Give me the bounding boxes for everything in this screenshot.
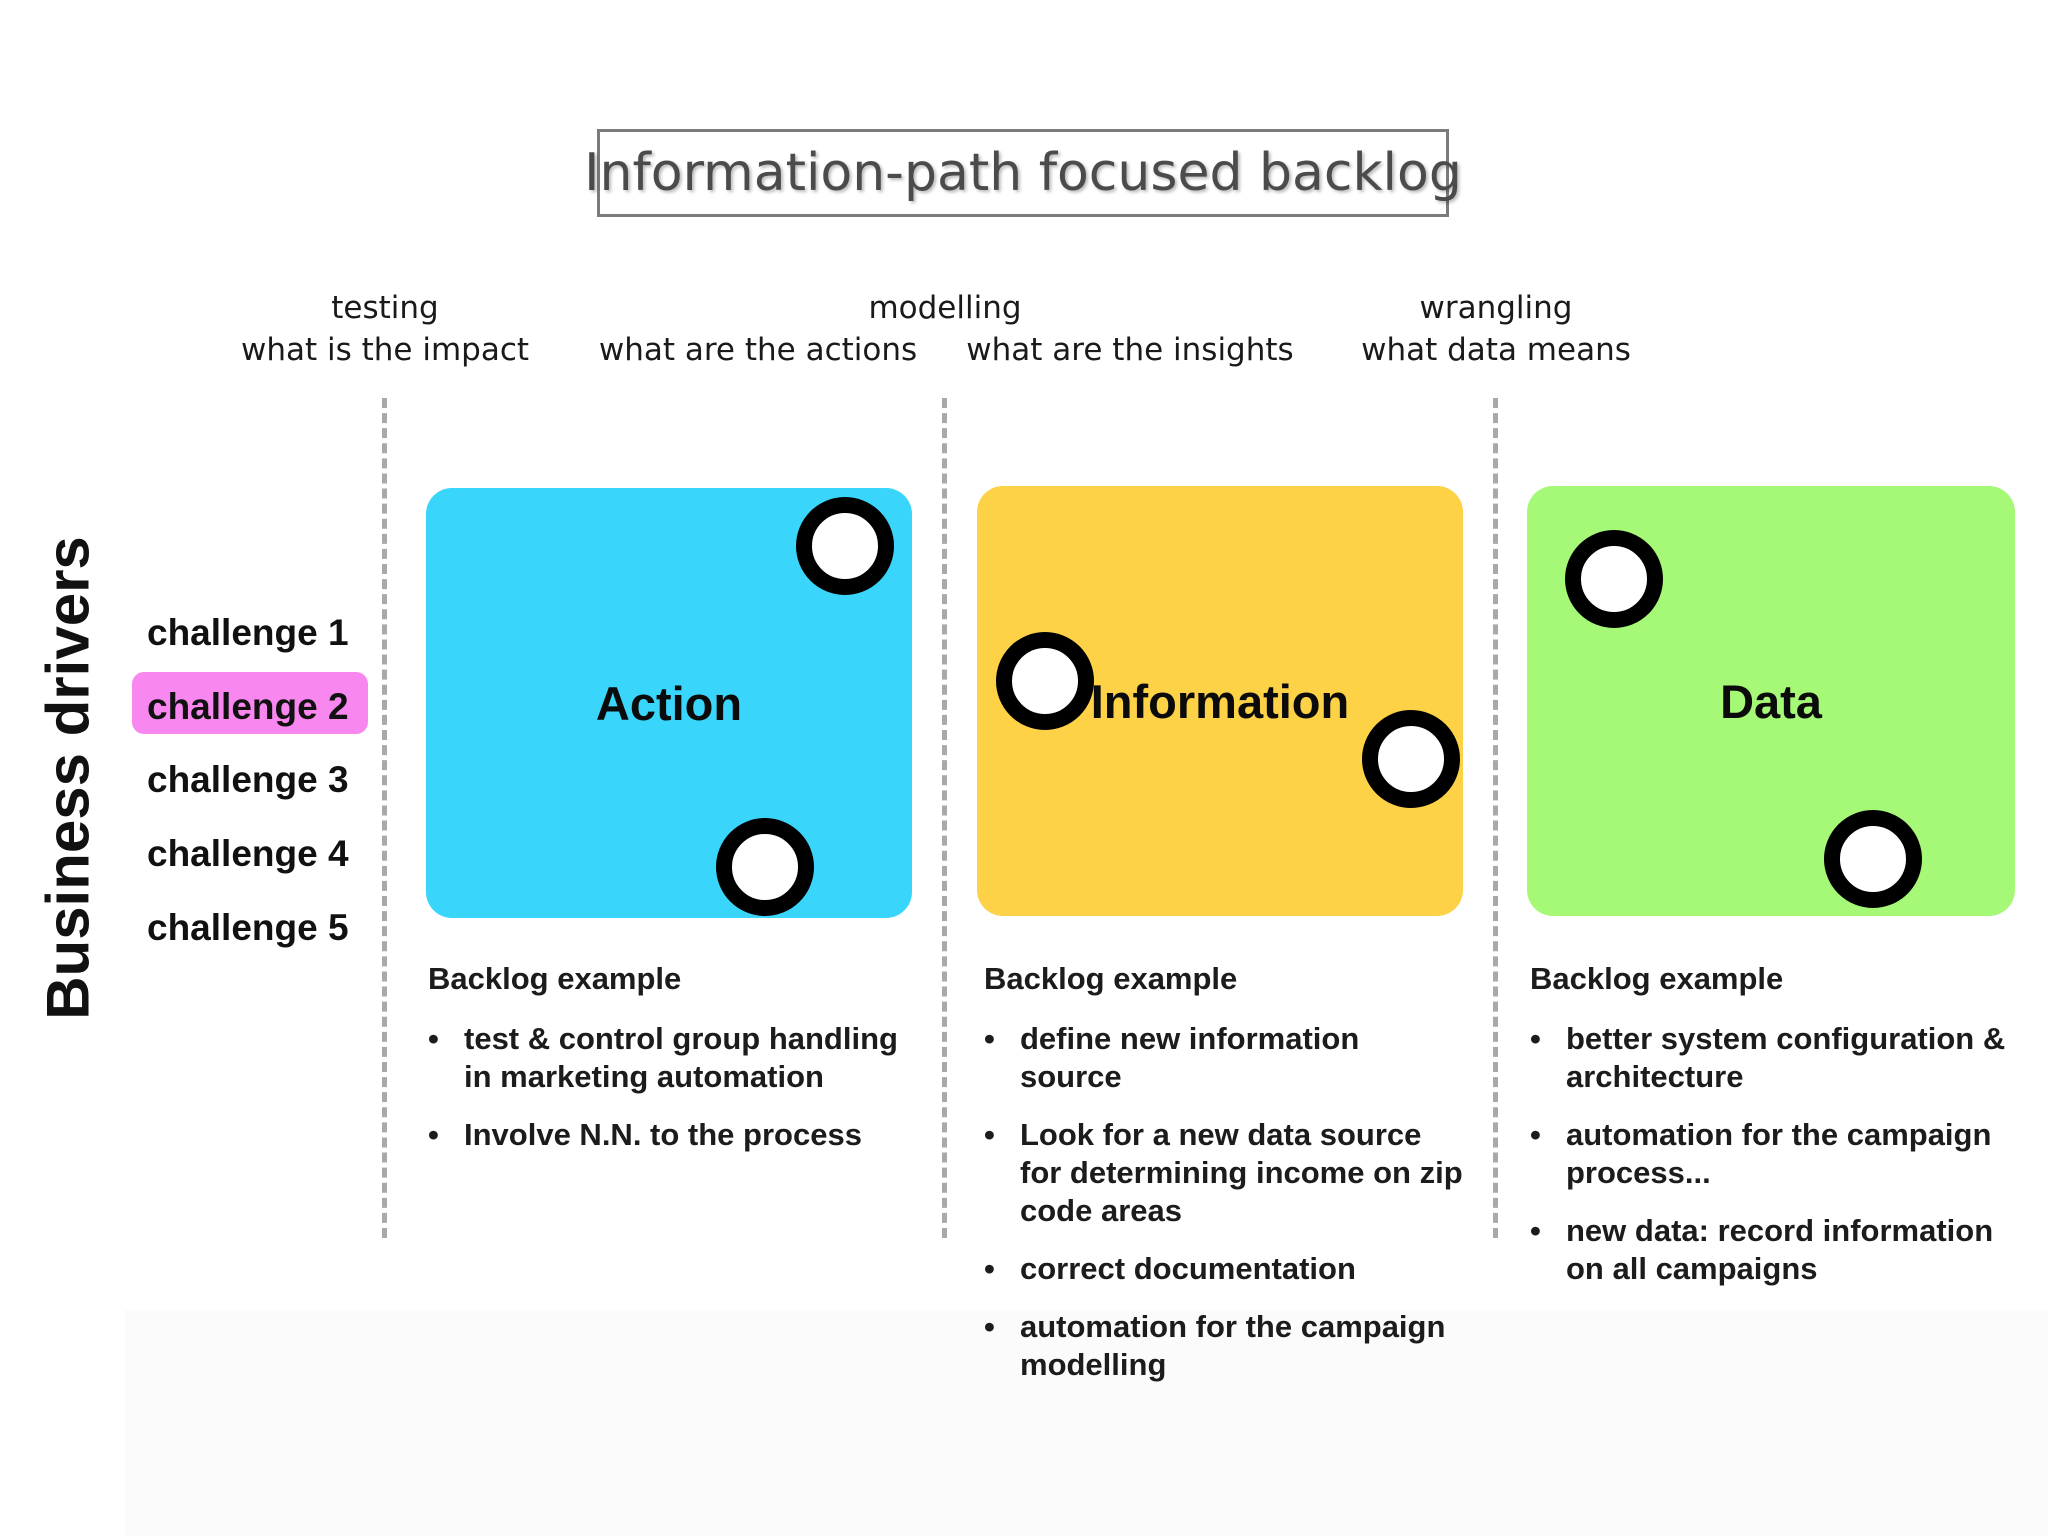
divider-testing <box>382 398 387 1238</box>
action-backlog: Backlog example test & control group han… <box>428 960 908 1174</box>
challenge-4: challenge 4 <box>147 833 349 874</box>
challenge-1: challenge 1 <box>147 612 349 653</box>
backlog-item: Involve N.N. to the process <box>428 1116 908 1154</box>
circle-marker <box>1565 530 1663 628</box>
stage-modelling-question-insights: what are the insights <box>966 332 1294 368</box>
circle-marker <box>796 497 894 595</box>
data-backlog-title: Backlog example <box>1530 961 1784 996</box>
divider-modelling <box>942 398 947 1238</box>
backlog-item: new data: record information on all camp… <box>1530 1212 2030 1288</box>
backlog-item: automation for the campaign modelling <box>984 1308 1464 1384</box>
backlog-item: automation for the campaign process... <box>1530 1116 2030 1192</box>
data-card-label: Data <box>1720 674 1822 728</box>
action-card-label: Action <box>595 676 743 730</box>
information-backlog-title: Backlog example <box>984 961 1238 996</box>
challenge-2: challenge 2 <box>147 686 349 727</box>
backlog-item: Look for a new data source for determini… <box>984 1116 1464 1230</box>
information-backlog: Backlog example define new information s… <box>984 960 1464 1404</box>
stage-testing-name: testing <box>331 290 439 326</box>
information-card-label: Information <box>1090 674 1350 728</box>
backlog-item: test & control group handling in marketi… <box>428 1020 908 1096</box>
business-drivers-title: Business drivers <box>34 536 102 1020</box>
circle-marker <box>1362 710 1460 808</box>
backlog-item: better system configuration & architectu… <box>1530 1020 2030 1096</box>
divider-wrangling <box>1493 398 1498 1238</box>
circle-marker <box>996 632 1094 730</box>
backlog-item: correct documentation <box>984 1250 1464 1288</box>
page-title: Information-path focused backlog <box>584 143 1462 203</box>
stage-modelling-name: modelling <box>868 290 1022 326</box>
data-backlog: Backlog example better system configurat… <box>1530 960 2030 1308</box>
backlog-item: define new information source <box>984 1020 1464 1096</box>
challenge-highlight <box>132 672 368 734</box>
title-box: Information-path focused backlog <box>584 129 1462 217</box>
action-backlog-title: Backlog example <box>428 961 682 996</box>
circle-marker <box>716 818 814 916</box>
stage-wrangling-name: wrangling <box>1419 290 1573 326</box>
stage-wrangling-question: what data means <box>1361 332 1631 368</box>
challenge-3: challenge 3 <box>147 759 349 800</box>
stage-modelling-question-actions: what are the actions <box>598 332 918 368</box>
circle-marker <box>1824 810 1922 908</box>
challenge-5: challenge 5 <box>147 907 349 948</box>
stage-testing-question: what is the impact <box>240 332 530 368</box>
